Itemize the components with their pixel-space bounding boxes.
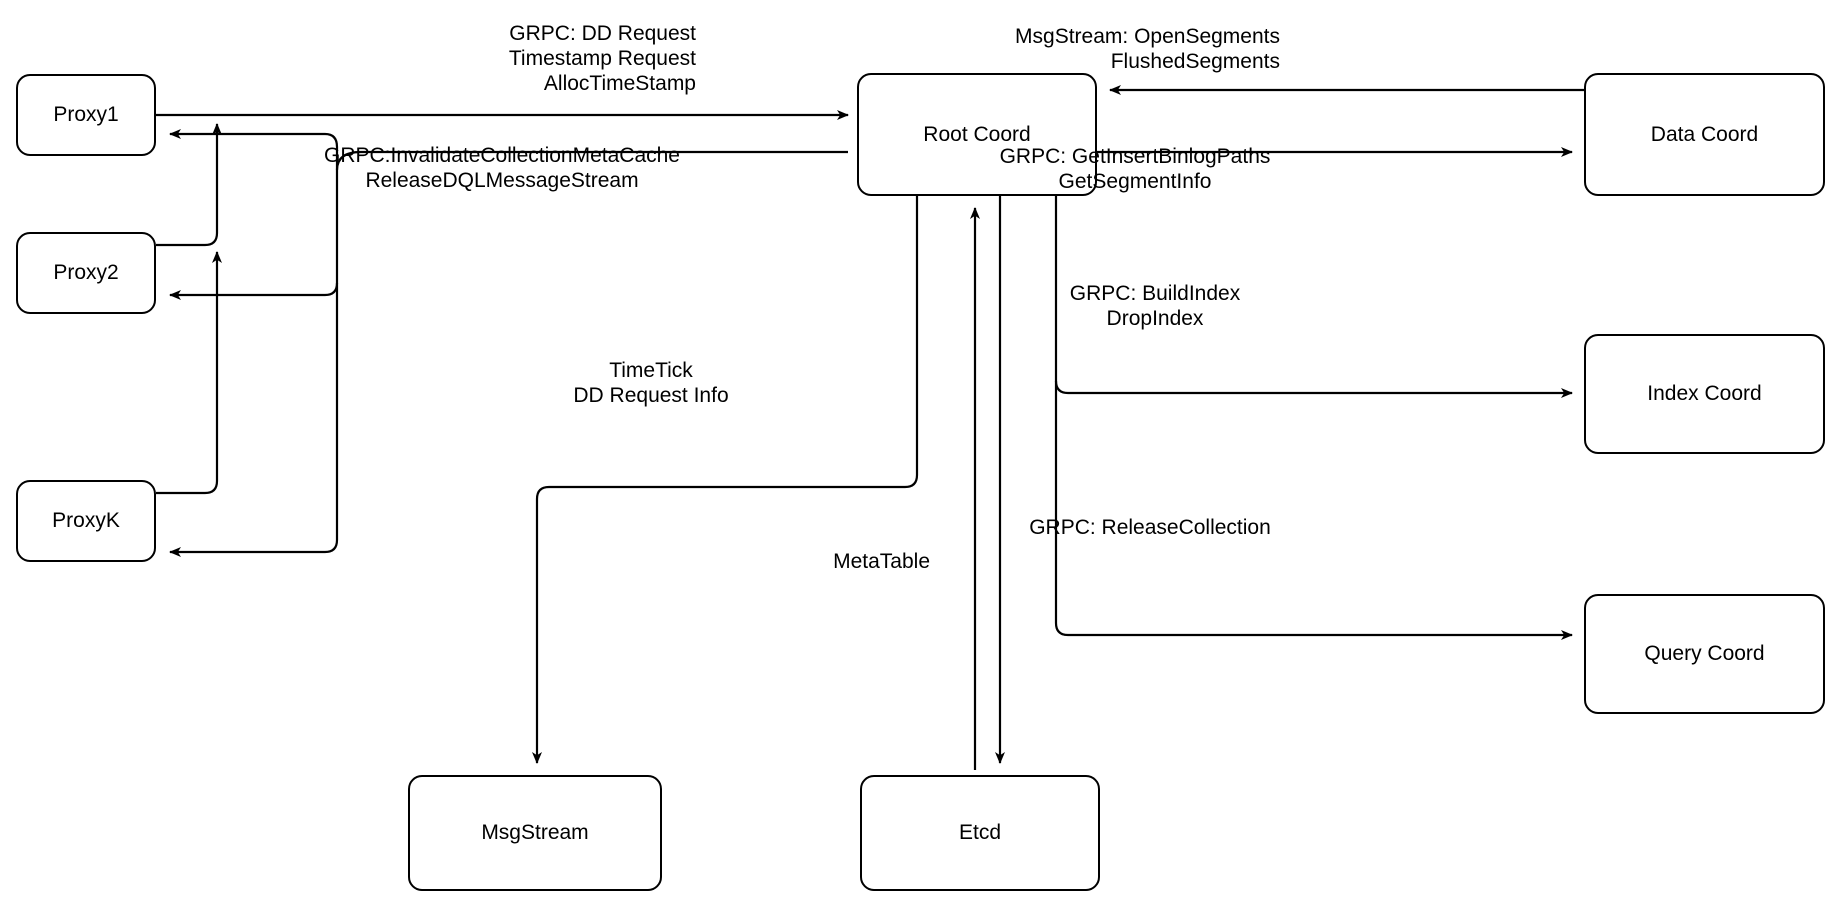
- node-query-coord[interactable]: Query Coord: [1584, 594, 1825, 714]
- edge-label-root-to-datacoord-line1: GRPC: GetInsertBinlogPaths: [999, 145, 1271, 168]
- node-etcd-label: Etcd: [958, 821, 1002, 845]
- node-root-coord-label: Root Coord: [923, 122, 1031, 146]
- wire-trunk-to-proxy2: [169, 282, 339, 300]
- node-proxy1-label: Proxy1: [53, 103, 119, 127]
- node-root-coord[interactable]: Root Coord: [857, 73, 1097, 196]
- edge-label-proxy-to-root-line2: Timestamp Request: [508, 46, 696, 70]
- node-proxy2-label: Proxy2: [53, 261, 119, 285]
- edge-label-root-to-msgstream-line1: TimeTick: [609, 359, 693, 382]
- wire-trunk-to-indexcoord: [1054, 380, 1573, 398]
- node-msgstream-label: MsgStream: [481, 821, 589, 845]
- edge-label-proxy-to-root-line3: AllocTimeStamp: [543, 71, 696, 95]
- edge-label-root-to-etcd-line1: MetaTable: [833, 550, 930, 573]
- node-etcd[interactable]: Etcd: [860, 775, 1100, 891]
- node-data-coord-label: Data Coord: [1650, 122, 1759, 146]
- node-proxyk-label: ProxyK: [52, 509, 120, 533]
- node-proxyk[interactable]: ProxyK: [16, 480, 156, 562]
- node-index-coord[interactable]: Index Coord: [1584, 334, 1825, 454]
- node-proxy2[interactable]: Proxy2: [16, 232, 156, 314]
- node-index-coord-label: Index Coord: [1647, 382, 1762, 406]
- wire-rootcoord-bottom-trunk: [1054, 196, 1573, 640]
- edge-label-proxy-to-root-line1: GRPC: DD Request: [509, 22, 696, 45]
- edge-label-root-to-indexcoord-line2: DropIndex: [1106, 306, 1204, 330]
- node-data-coord[interactable]: Data Coord: [1584, 73, 1825, 196]
- wire-proxy2-riser: [156, 123, 222, 247]
- wire-trunk-to-proxy1: [169, 129, 339, 170]
- edge-label-root-to-querycoord-line1: GRPC: ReleaseCollection: [1029, 516, 1271, 539]
- wire-proxyk-riser: [156, 251, 222, 495]
- edge-label-root-to-querycoord: GRPC: ReleaseCollection: [1000, 516, 1300, 541]
- edge-label-root-to-proxy-line2: ReleaseDQLMessageStream: [365, 168, 639, 192]
- node-msgstream[interactable]: MsgStream: [408, 775, 662, 891]
- edge-label-root-to-etcd: MetaTable: [700, 550, 930, 575]
- node-proxy1[interactable]: Proxy1: [16, 74, 156, 156]
- edge-label-root-to-indexcoord-line1: GRPC: BuildIndex: [1069, 282, 1241, 305]
- node-query-coord-label: Query Coord: [1644, 642, 1765, 666]
- edge-label-root-to-proxy-line1: GRPC:InvalidateCollectionMetaCache: [323, 144, 680, 167]
- edge-label-datacoord-to-root-line1: MsgStream: OpenSegments: [1015, 25, 1280, 48]
- edge-label-datacoord-to-root-line2: FlushedSegments: [1110, 49, 1280, 73]
- wire-rootcoord-to-proxy-trunk: [169, 150, 848, 557]
- edge-label-root-to-datacoord-line2: GetSegmentInfo: [1058, 169, 1212, 193]
- edge-label-root-to-msgstream-line2: DD Request Info: [573, 383, 729, 407]
- wire-rootcoord-to-msgstream: [532, 196, 919, 764]
